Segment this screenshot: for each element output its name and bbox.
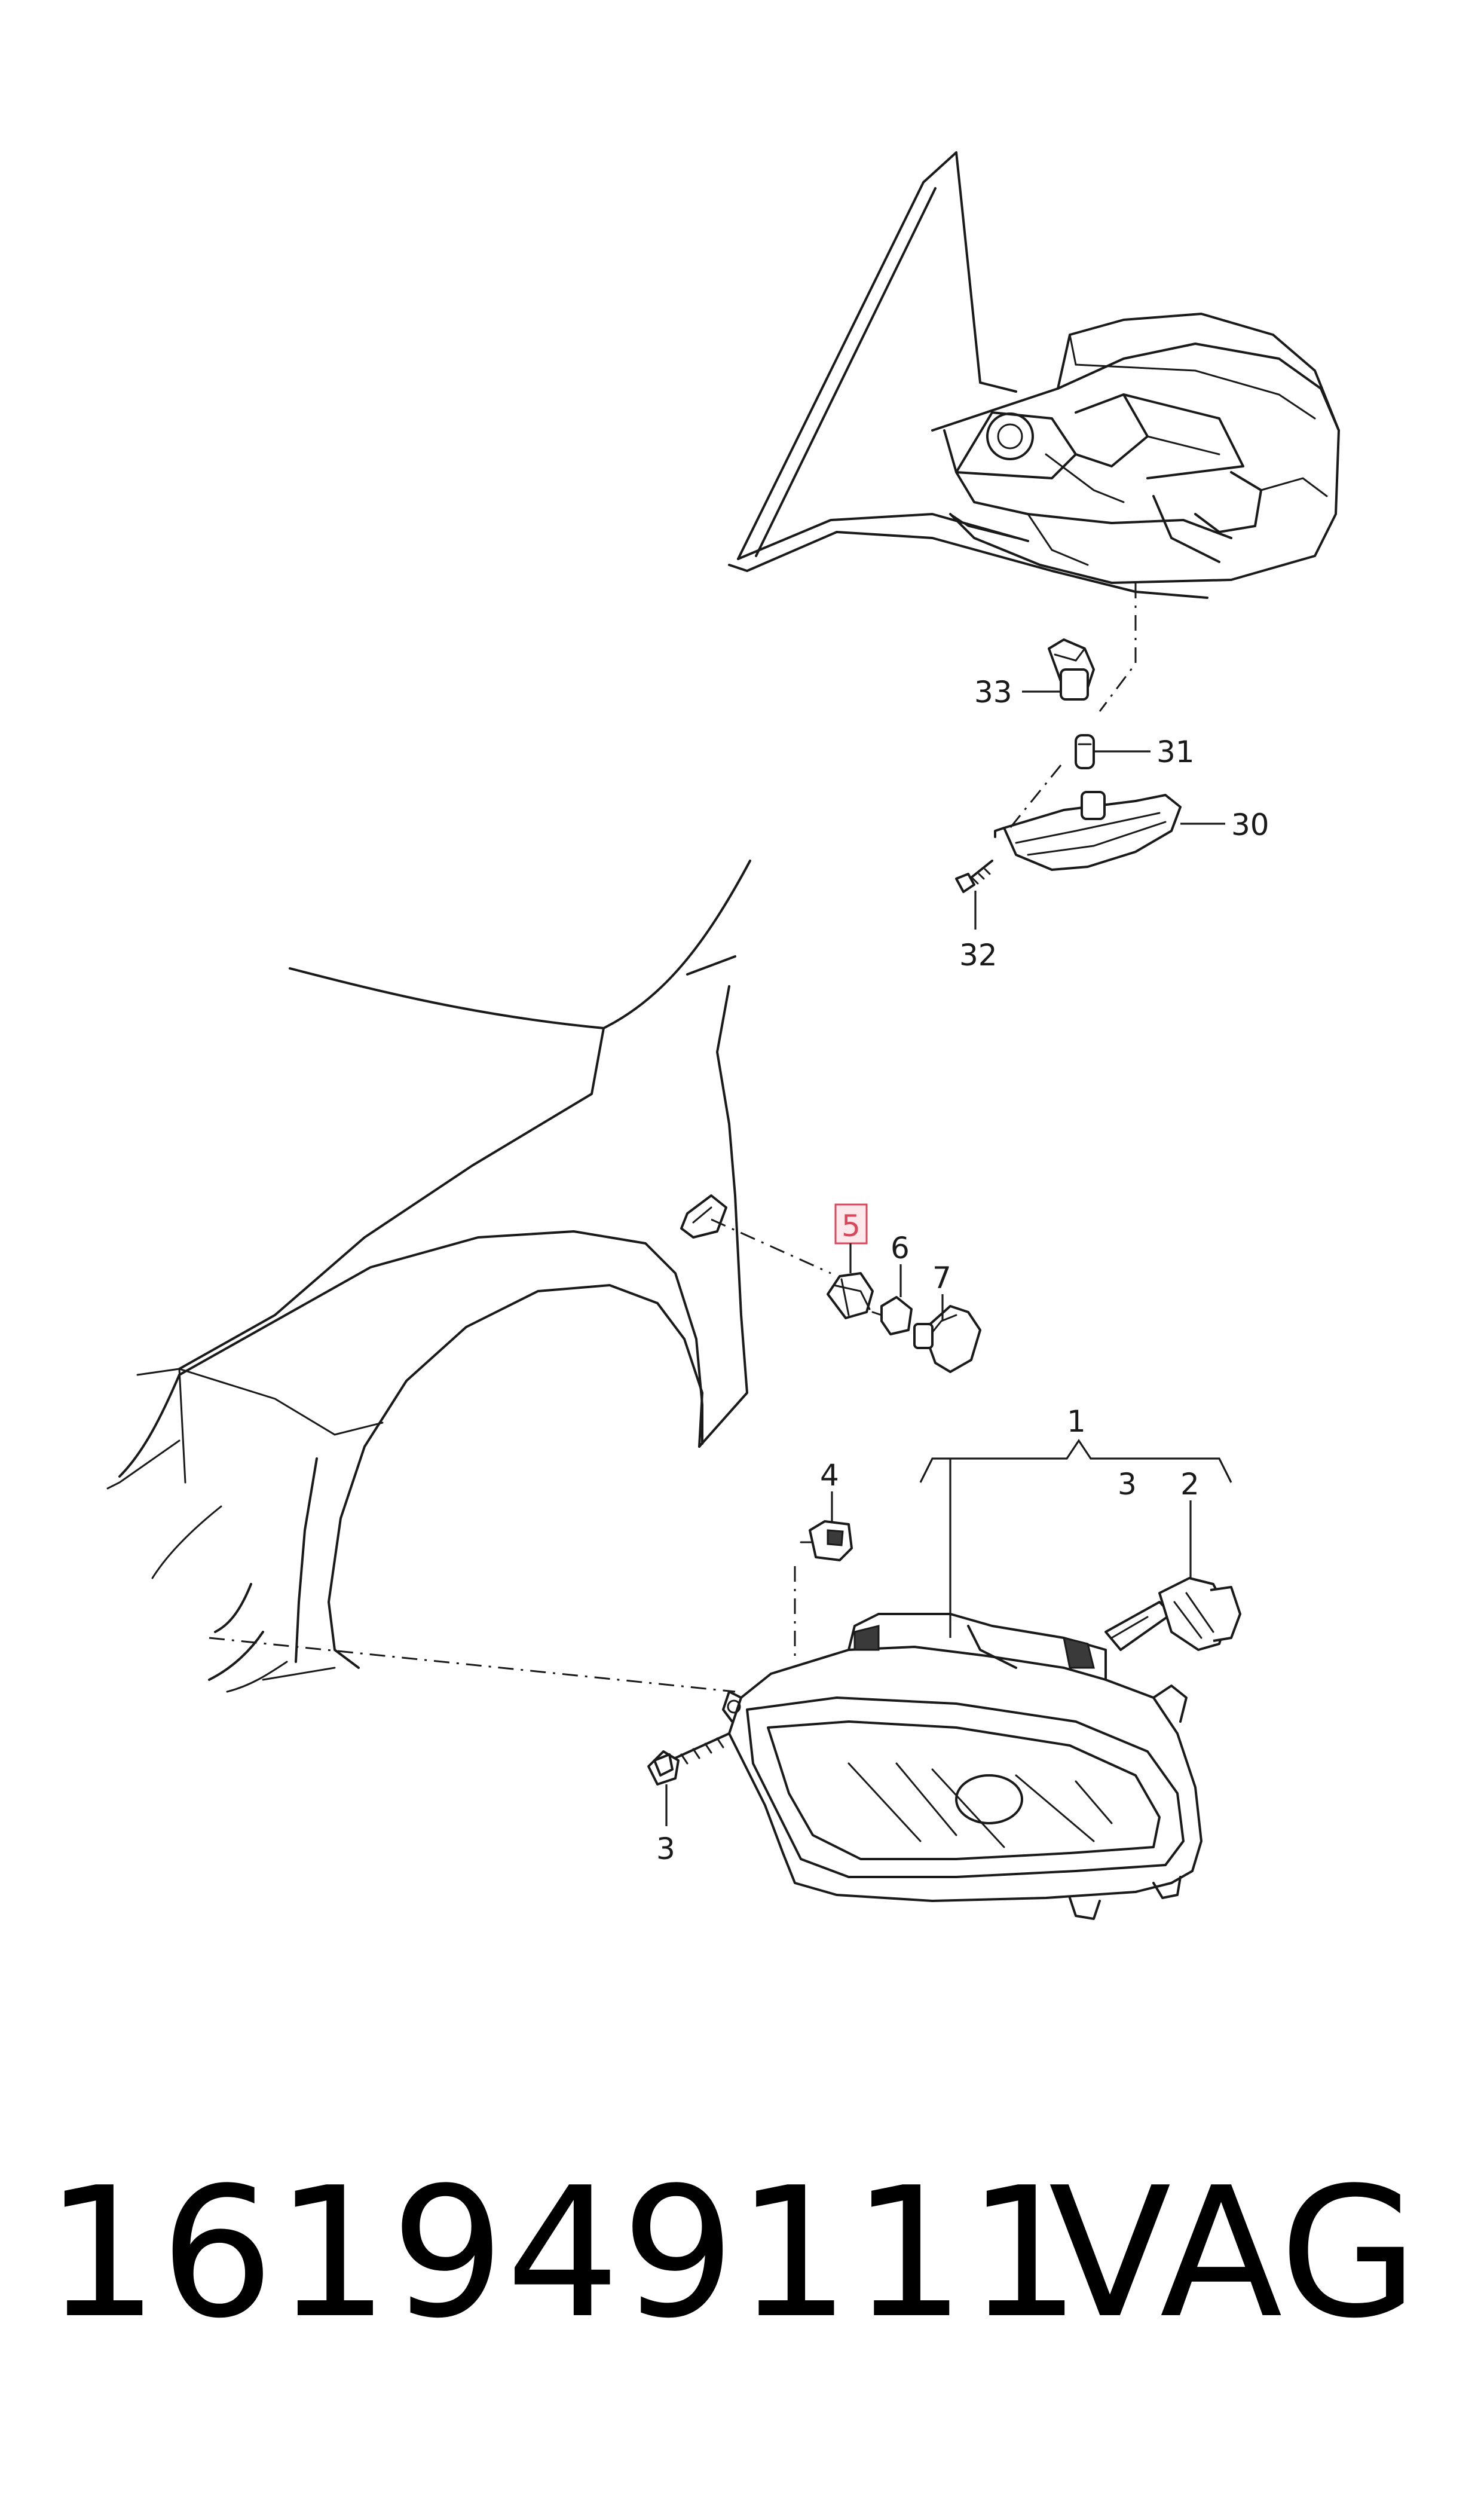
callout-30: 30 (1231, 808, 1269, 842)
callout-3-screw: 3 (656, 1832, 675, 1866)
brand-label: VAG (1048, 2149, 1418, 2358)
footer: 161949111 VAG (0, 2128, 1484, 2379)
callout-32: 32 (959, 938, 998, 973)
callout-2: 2 (1180, 1467, 1200, 1502)
front-fender-drawing (106, 860, 831, 1693)
part-number: 161949111 (45, 2149, 1082, 2358)
callout-33: 33 (974, 675, 1012, 710)
part-2-headlight-bulb (1104, 1577, 1241, 1651)
parts-diagram: 33 31 30 32 (106, 151, 1340, 1920)
part-33-bulb-holder (1048, 638, 1095, 701)
part-30-side-indicator (994, 765, 1182, 871)
headlight-drawing: 1 3 2 4 (209, 1404, 1241, 1920)
part-6-bulb (871, 1296, 913, 1335)
part-4-retaining-clip: 4 (794, 1458, 853, 1662)
part-3-screw: 3 (647, 1732, 730, 1866)
part-5-bulb-socket (827, 1272, 874, 1319)
callout-1: 1 (1067, 1404, 1086, 1439)
callout-5: 5 (842, 1209, 861, 1243)
callout-7: 7 (932, 1261, 951, 1295)
callout-6: 6 (891, 1231, 910, 1265)
part-31-bulb (1075, 734, 1095, 769)
callout-4: 4 (820, 1458, 839, 1493)
mirror-callouts: 33 31 30 32 (959, 675, 1269, 973)
callout-31: 31 (1156, 735, 1195, 769)
side-mirror-drawing (728, 151, 1340, 712)
part-7-lens-cap (913, 1305, 981, 1373)
callout-3-headlight: 3 (1118, 1467, 1137, 1502)
part-32-screw (955, 860, 993, 893)
indicator-callouts: 5 6 7 (834, 1203, 951, 1321)
